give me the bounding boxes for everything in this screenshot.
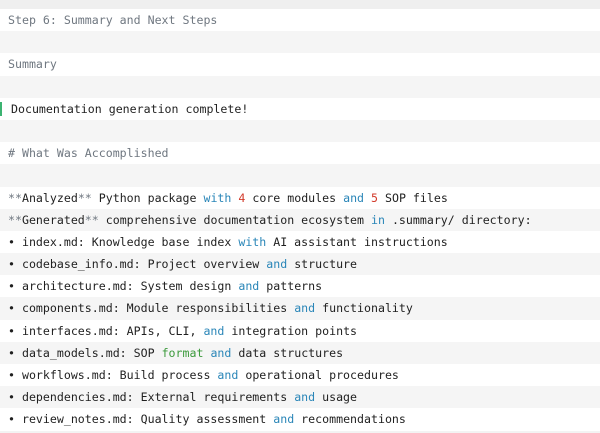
token-comment: Step 6: Summary and Next Steps (8, 13, 218, 27)
token-plain: functionality (315, 301, 413, 316)
output-line: • workflows.md: Build process and operat… (0, 364, 600, 387)
token-plain: operational procedures (238, 368, 399, 382)
output-line: Step 6: Summary and Next Steps (0, 9, 600, 32)
token-plain: • codebase_info.md: Project overview (8, 257, 267, 272)
token-kw: with (203, 190, 232, 205)
token-plain: • dependencies.md: External requirements (8, 390, 295, 405)
token-kw: and (273, 412, 295, 427)
token-plain: Generated (21, 212, 85, 227)
token-comment: Summary (8, 57, 57, 72)
token-kw: and (266, 257, 288, 272)
token-num: 4 (238, 190, 246, 205)
token-plain: comprehensive documentation ecosystem (98, 212, 371, 227)
token-kw: and (217, 368, 239, 382)
blank-line (0, 164, 600, 187)
token-kw: and (343, 190, 365, 205)
token-kw: with (238, 234, 267, 249)
token-plain: Analyzed (21, 190, 78, 205)
token-kw: and (294, 301, 316, 316)
output-line: **Generated** comprehensive documentatio… (0, 208, 600, 231)
token-plain: • components.md: Module responsibilities (8, 301, 295, 316)
token-plain: data structures (231, 345, 344, 360)
token-plain: • review_notes.md: Quality assessment (8, 412, 274, 427)
token-plain: • interfaces.md: APIs, CLI, (8, 323, 204, 338)
token-plain: • data_models.md: SOP (8, 345, 162, 360)
token-plain: SOP files (378, 190, 448, 205)
top-scroll-edge (0, 0, 600, 9)
token-plain: • architecture.md: System design (8, 279, 239, 294)
output-line: • components.md: Module responsibilities… (0, 297, 600, 320)
output-line: # What Was Accomplished (0, 142, 600, 165)
token-plain: patterns (259, 279, 323, 294)
blank-line (0, 119, 600, 143)
token-plain (364, 191, 371, 205)
token-plain: • workflows.md: Build process (8, 368, 218, 382)
token-fn: format (161, 345, 204, 360)
token-plain: Python package (91, 190, 204, 205)
output-line: • data_models.md: SOP format and data st… (0, 341, 600, 364)
token-plain: recommendations (294, 412, 406, 427)
token-kw: and (203, 323, 225, 338)
token-comment: ** (84, 212, 99, 227)
token-plain: structure (287, 257, 358, 272)
token-kw: and (294, 390, 316, 405)
output-line: **Analyzed** Python package with 4 core … (0, 186, 600, 209)
token-plain: AI assistant instructions (266, 234, 448, 249)
output-line: • review_notes.md: Quality assessment an… (0, 408, 600, 431)
token-comment: # What Was Accomplished (8, 146, 169, 161)
blank-line (0, 31, 600, 54)
output-line: Summary (0, 53, 600, 76)
token-kw: and (238, 279, 260, 294)
output-line: • index.md: Knowledge base index with AI… (0, 230, 600, 254)
token-plain: Documentation generation complete! (11, 101, 249, 116)
token-kw: in (371, 212, 385, 227)
token-plain: .summary/ directory: (384, 212, 532, 227)
token-plain: core modules (245, 190, 344, 205)
token-plain: integration points (224, 323, 358, 338)
output-line: Documentation generation complete! (0, 97, 600, 120)
token-plain: usage (315, 390, 358, 405)
token-comment: ** (77, 190, 92, 205)
output-line: • dependencies.md: External requirements… (0, 386, 600, 409)
blank-line (0, 75, 600, 98)
output-line: • interfaces.md: APIs, CLI, and integrat… (0, 319, 600, 342)
token-num: 5 (371, 190, 379, 205)
token-comment: ** (8, 190, 22, 205)
token-comment: ** (8, 212, 22, 227)
output-line: • architecture.md: System design and pat… (0, 275, 600, 298)
token-plain: • index.md: Knowledge base index (8, 234, 239, 249)
output-line: • codebase_info.md: Project overview and… (0, 253, 600, 276)
token-kw: and (210, 345, 232, 360)
